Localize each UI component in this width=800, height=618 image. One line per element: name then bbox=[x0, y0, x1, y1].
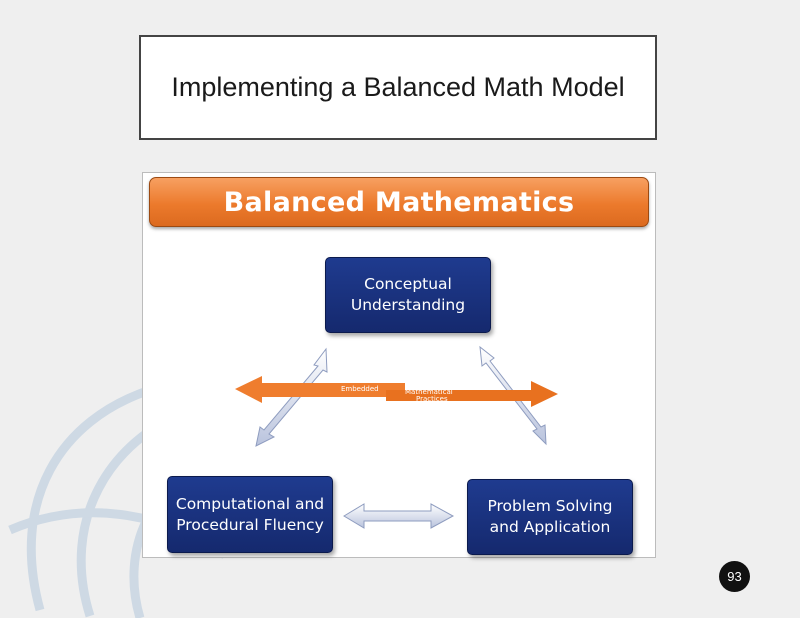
double-arrow-left-diagonal bbox=[255, 347, 328, 447]
node-computational-fluency: Computational and Procedural Fluency bbox=[167, 476, 333, 553]
node-label-line1: Computational and bbox=[175, 494, 325, 513]
page-number: 93 bbox=[727, 569, 742, 584]
node-label-line2: Understanding bbox=[350, 296, 466, 314]
diagram-banner: Balanced Mathematics bbox=[149, 177, 649, 227]
node-label-line1: Problem Solving bbox=[487, 497, 613, 515]
banner-title: Balanced Mathematics bbox=[223, 186, 575, 218]
node-label-line2: and Application bbox=[489, 518, 611, 536]
slide-title-box: Implementing a Balanced Math Model bbox=[139, 35, 657, 140]
node-label-line2: Procedural Fluency bbox=[176, 515, 324, 534]
practices-arrow-right bbox=[386, 381, 558, 407]
page-number-badge: 93 bbox=[719, 561, 750, 592]
double-arrow-horizontal bbox=[343, 503, 455, 529]
node-conceptual-understanding: Conceptual Understanding bbox=[325, 257, 491, 333]
connector-arrows: Embedded Mathematical Practices bbox=[235, 345, 558, 529]
slide-title: Implementing a Balanced Math Model bbox=[171, 72, 625, 102]
node-problem-solving: Problem Solving and Application bbox=[467, 479, 633, 555]
band-label-embedded: Embedded bbox=[341, 385, 379, 393]
node-label-line1: Conceptual bbox=[364, 275, 452, 293]
band-label-practices: Practices bbox=[416, 395, 448, 403]
practices-arrow-left bbox=[235, 376, 405, 403]
band-label-mathematical: Mathematical bbox=[405, 388, 453, 396]
balanced-math-diagram: Balanced Mathematics Embedded Mathematic… bbox=[142, 172, 656, 558]
